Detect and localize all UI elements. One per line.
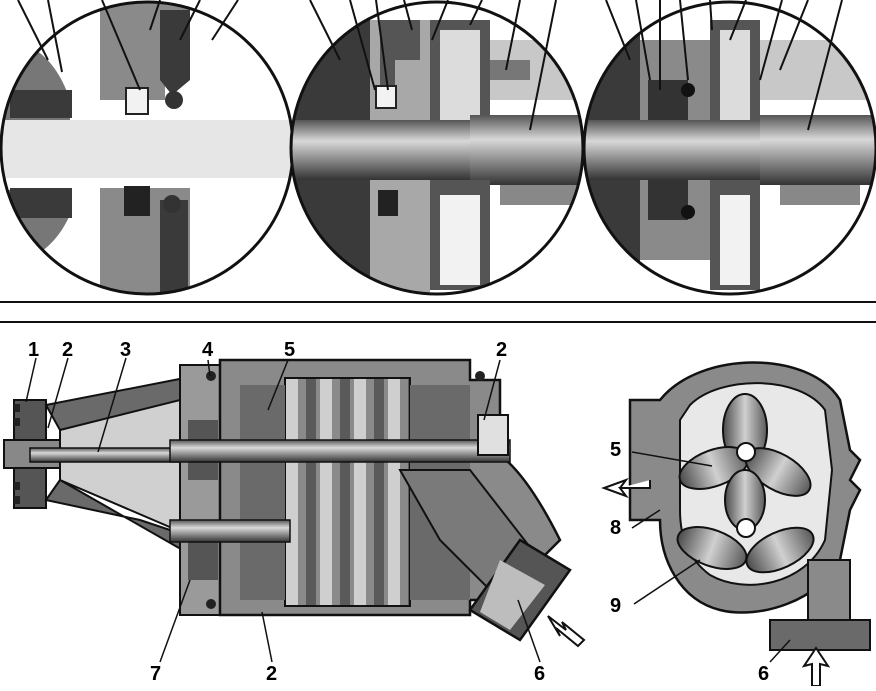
callout-label: 4 (202, 339, 214, 361)
callout-label: 7 (150, 663, 162, 685)
inlet-arrow-icon (801, 646, 831, 687)
leader-lines-right (631, 451, 791, 663)
callout-label: 2 (496, 339, 508, 361)
callout-label: 2 (266, 663, 278, 685)
detail-view-1 (0, 0, 295, 296)
detail-view-3 (582, 0, 876, 296)
callout-label: 9 (610, 595, 622, 617)
detail-view-2 (289, 0, 585, 296)
callout-label: 5 (284, 339, 296, 361)
rotor-cross-section (601, 361, 871, 687)
callout-label: 5 (610, 439, 622, 461)
callout-label: 8 (610, 517, 622, 539)
callout-label: 6 (758, 663, 770, 685)
intake-arrow-icon (547, 615, 586, 648)
blower-section-view (3, 358, 586, 648)
callout-label: 2 (62, 339, 74, 361)
callout-label: 3 (120, 339, 132, 361)
callout-label: 6 (534, 663, 546, 685)
leader-lines-left (25, 357, 541, 663)
callout-label: 1 (28, 339, 40, 361)
outlet-arrow-icon (601, 477, 651, 499)
